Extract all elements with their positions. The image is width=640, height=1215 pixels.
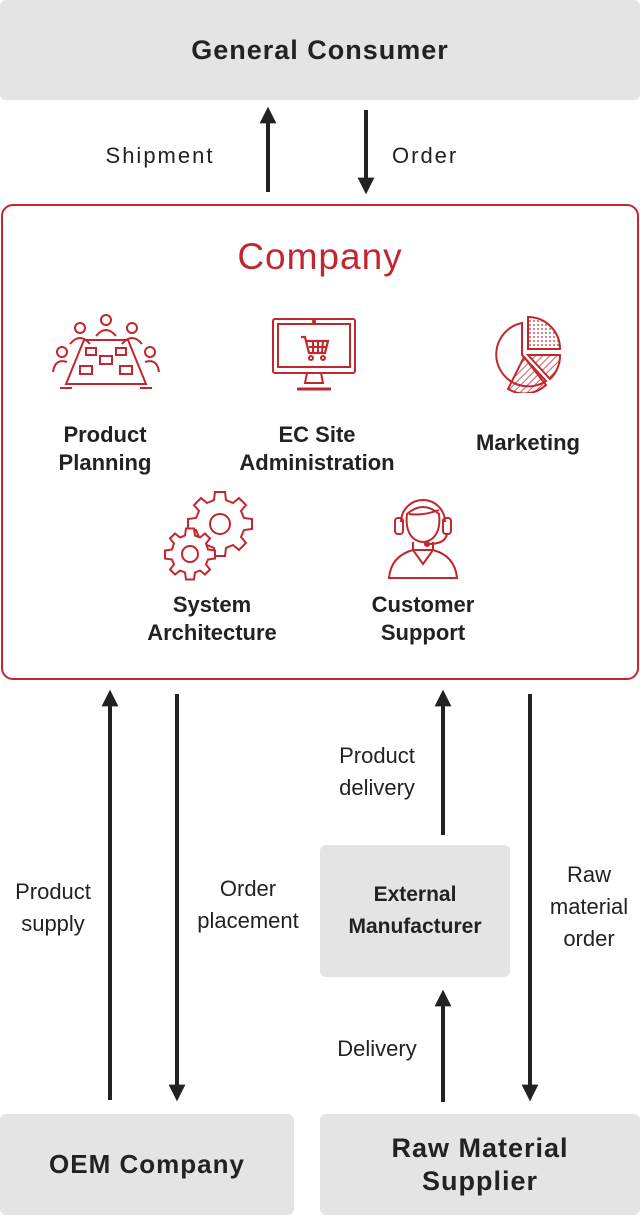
- raw-material-order-label: Raw material order: [549, 862, 629, 951]
- dept-system-architecture: System Architecture: [147, 592, 277, 645]
- dept-marketing: Marketing: [476, 430, 580, 455]
- oem-company-label: OEM Company: [49, 1149, 245, 1179]
- oem-company-box: OEM Company: [0, 1114, 294, 1215]
- dept-ec-site-administration: EC Site Administration: [239, 422, 395, 475]
- dept-product-planning: Product Planning: [58, 422, 152, 475]
- general-consumer-label: General Consumer: [191, 34, 449, 65]
- shopping-cart-monitor-icon: [272, 318, 356, 391]
- raw-material-supplier-label: Raw Material Supplier: [391, 1132, 569, 1196]
- meeting-table-icon: [52, 314, 160, 389]
- company-container: [1, 204, 639, 680]
- delivery-label: Delivery: [337, 1036, 417, 1061]
- order-placement-label: Order placement: [197, 876, 299, 933]
- company-title: Company: [237, 236, 403, 277]
- raw-material-supplier-box: Raw Material Supplier: [320, 1114, 640, 1215]
- headset-operator-icon: [387, 499, 459, 579]
- general-consumer-box: General Consumer: [0, 0, 640, 100]
- gears-icon: [164, 491, 253, 581]
- order-label: Order: [392, 143, 459, 168]
- shipment-label: Shipment: [105, 143, 215, 168]
- product-supply-label: Product supply: [15, 879, 91, 936]
- dept-customer-support: Customer Support: [371, 592, 475, 645]
- pie-chart-icon: [495, 315, 562, 393]
- external-manufacturer-label: External Manufacturer: [348, 883, 482, 938]
- external-manufacturer-box: External Manufacturer: [320, 845, 510, 977]
- product-delivery-label: Product delivery: [339, 743, 415, 800]
